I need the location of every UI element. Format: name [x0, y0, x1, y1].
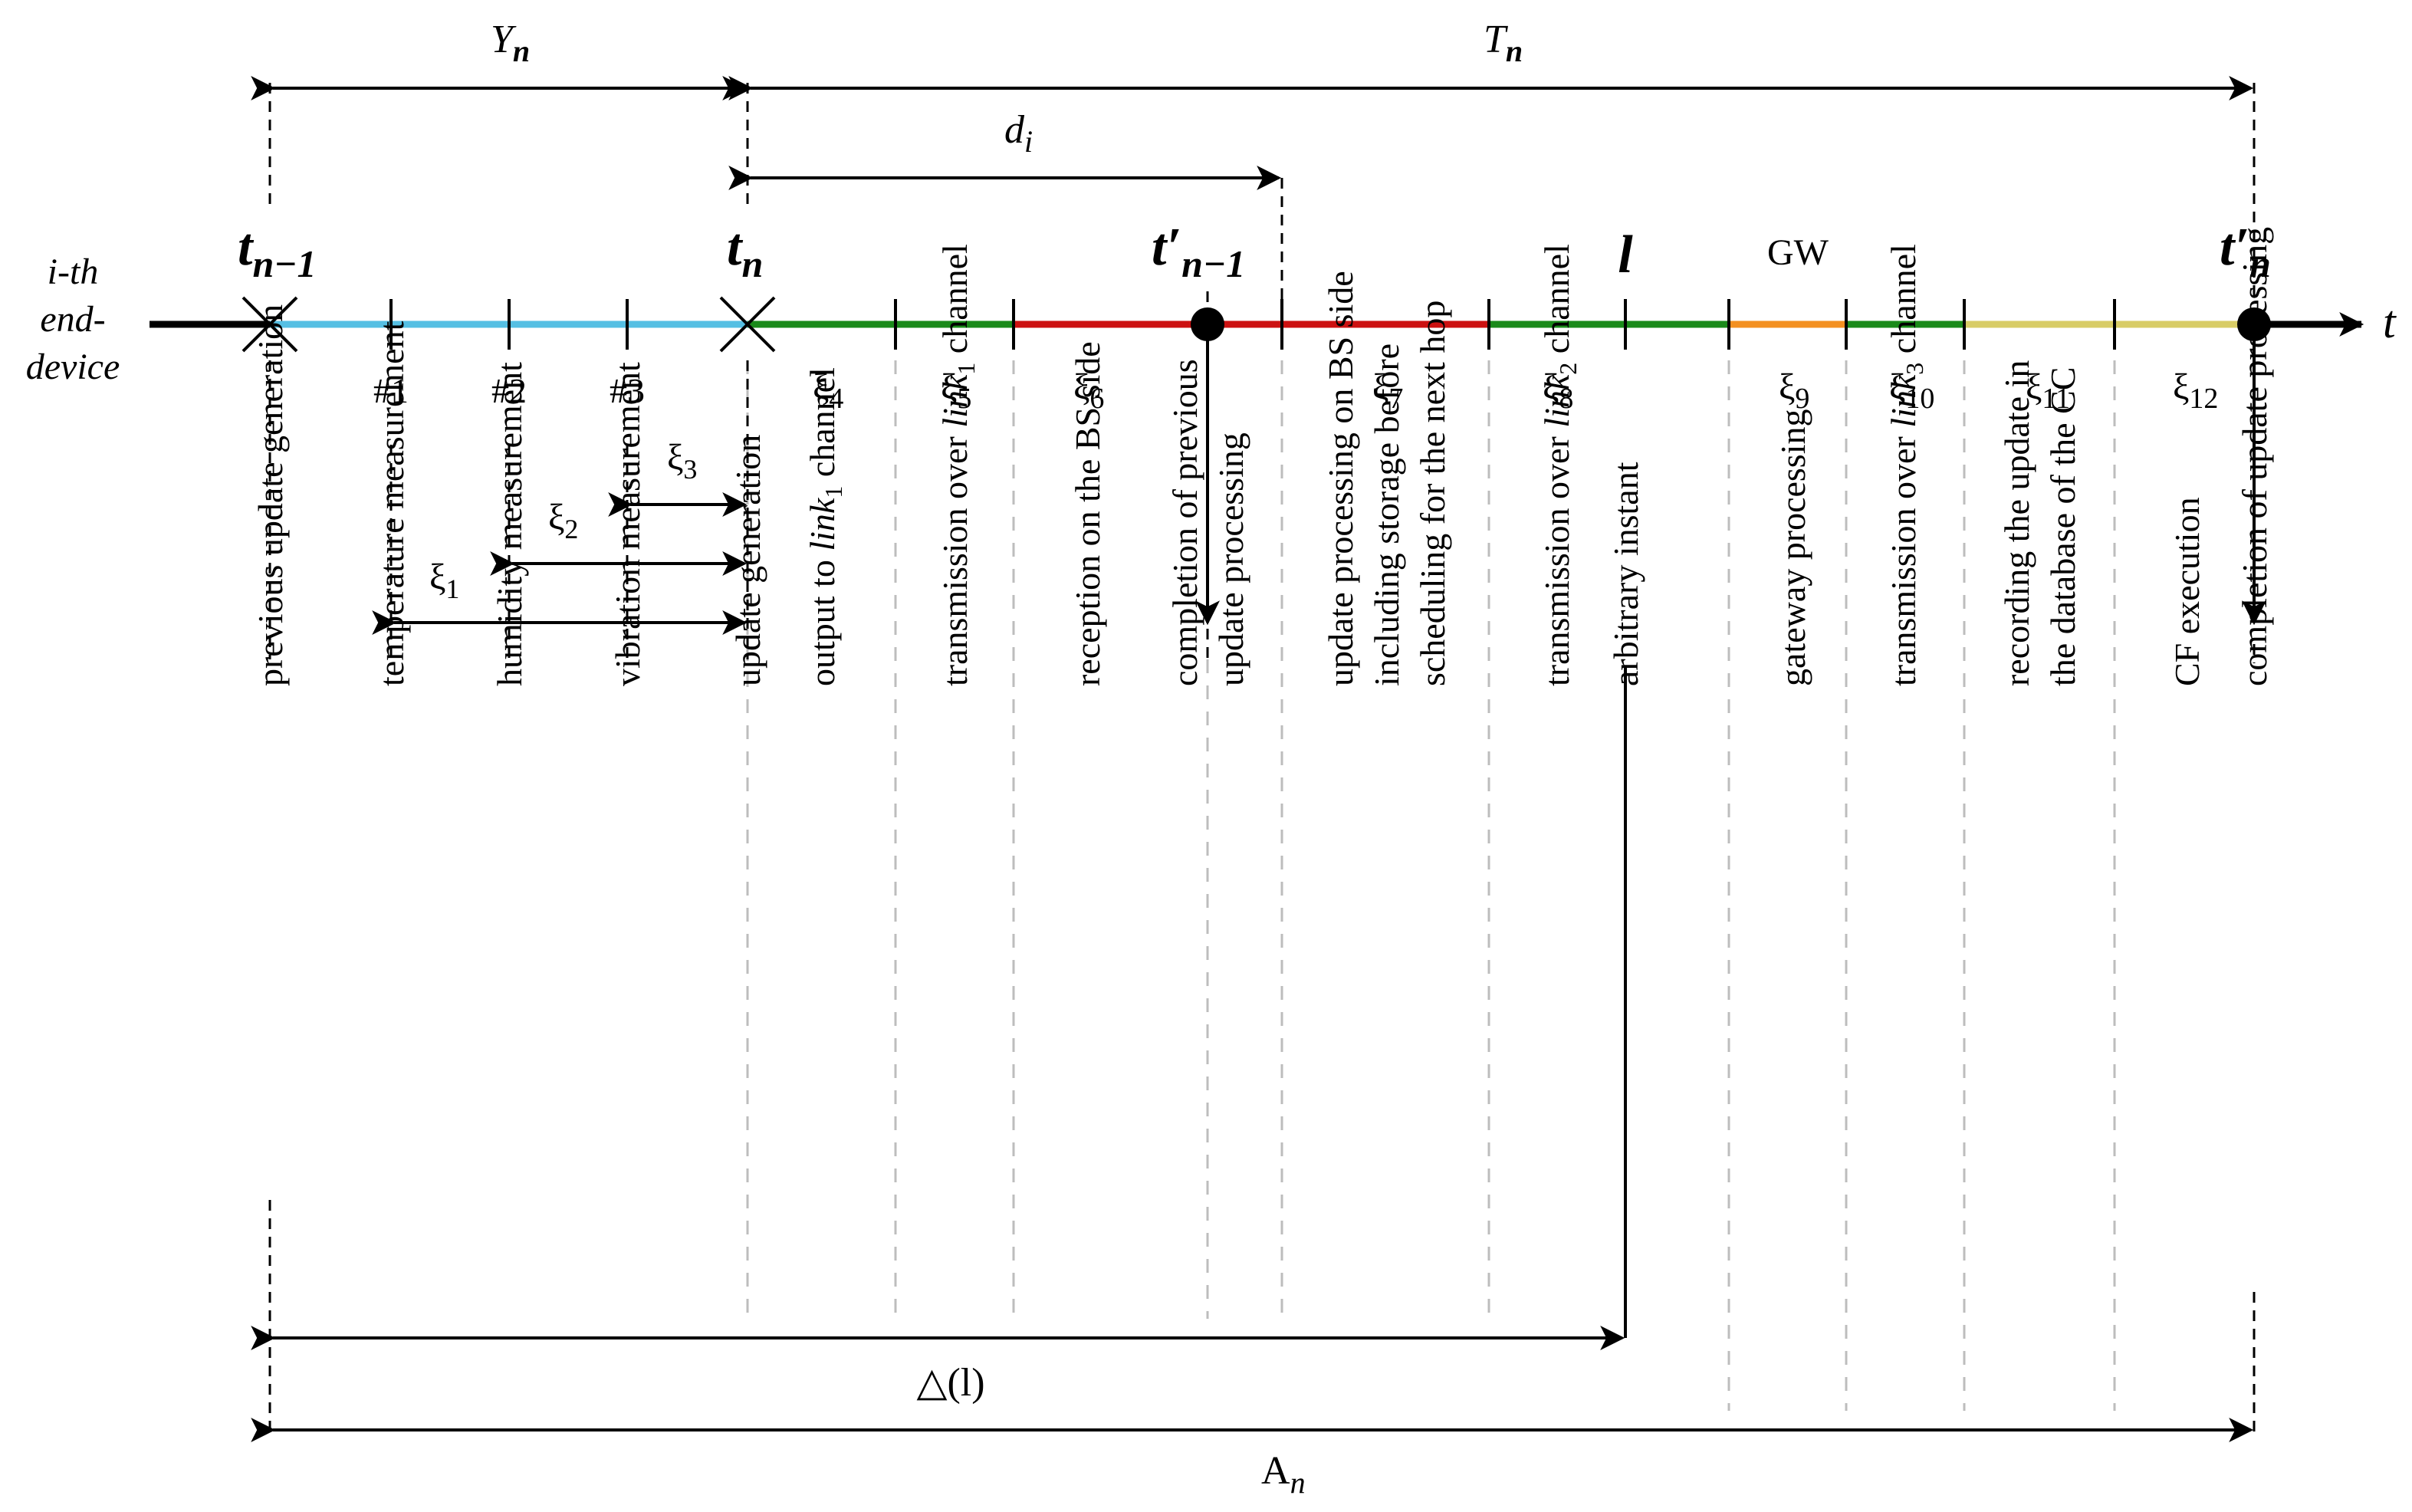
segment-label-xi-9: ξ9 [1779, 366, 1809, 415]
description-line: the database of the CC [2043, 367, 2082, 686]
label-xi1: ξ1 [429, 557, 459, 604]
description-14: transmission over link3 channel [1884, 244, 1928, 686]
description-line: previous update generation [251, 304, 290, 686]
label-t-prev: tn−1 [238, 218, 317, 285]
segment-guides [746, 360, 2116, 1411]
description-3: humidity measurement [490, 362, 529, 686]
description-6: output to link1 channel [803, 367, 847, 686]
description-line: arbitrary instant [1606, 462, 1645, 686]
label-t-n: tn [727, 218, 763, 285]
time-markers: tn−1 tn t′n−1 l t′n [238, 218, 2271, 285]
description-line: temperature measurement [372, 320, 411, 686]
device-label-line: i-th [48, 251, 99, 292]
label-Y: Yn [491, 18, 530, 68]
segment-label-xi-4: ξ4 [813, 366, 843, 415]
description-4: vibration measurement [608, 362, 647, 686]
measurement-label: #3 [610, 371, 645, 410]
segment-label-xi-6: ξ6 [1073, 366, 1104, 415]
description-line: recording the update in [1997, 360, 2036, 686]
segment-label-xi-12: ξ12 [2173, 366, 2218, 415]
measurement-label: #2 [491, 371, 527, 410]
description-line: vibration measurement [608, 362, 647, 686]
event-markers [242, 296, 776, 353]
label-l: l [1618, 225, 1633, 284]
description-line: transmission over link2 channel [1537, 244, 1582, 686]
label-delta: △(l) [916, 1361, 984, 1405]
description-line: completion of update processing [2235, 227, 2274, 686]
xi-short-labels: ξ3 ξ2 ξ1 [429, 437, 697, 604]
description-line: update generation [728, 435, 767, 686]
description-13: gateway processing [1773, 409, 1812, 687]
description-16: CF execution [2167, 497, 2207, 686]
axis-label-t: t [2383, 297, 2397, 347]
description-5: update generation [728, 435, 767, 686]
label-t-prime-n: t′n [2220, 218, 2271, 285]
description-11: transmission over link2 channel [1537, 244, 1582, 686]
measurement-label: #1 [373, 371, 409, 410]
segment-labels: ξ4 ξ5 ξ6 ξ7 ξ8 ξ9 ξ10 ξ11 ξ12 [813, 366, 2218, 415]
cross-t-n [719, 296, 776, 353]
event-descriptions: previous update generation temperature me… [251, 227, 2274, 686]
segment-label-xi-7: ξ7 [1372, 366, 1403, 415]
description-1: previous update generation [251, 304, 290, 686]
label-T: Tn [1484, 18, 1523, 68]
description-line: update processing on BS side [1321, 271, 1360, 686]
segment-label-xi-10: ξ10 [1889, 366, 1934, 415]
description-7: transmission over link1 channel [935, 244, 980, 686]
device-label-line: end- [40, 299, 105, 340]
label-xi3: ξ3 [667, 437, 697, 485]
description-line: CF execution [2167, 497, 2207, 686]
label-t-prime-prev: t′n−1 [1152, 218, 1245, 285]
description-line: gateway processing [1773, 409, 1812, 687]
description-line: transmission over link1 channel [935, 244, 980, 686]
tick-marks [389, 299, 2116, 350]
label-gw: GW [1767, 232, 1829, 273]
description-12: arbitrary instant [1606, 462, 1645, 686]
description-line: humidity measurement [490, 362, 529, 686]
description-line: including storage before [1367, 343, 1406, 686]
label-d: di [1004, 108, 1033, 159]
segment-label-xi-11: ξ11 [2026, 366, 2070, 415]
instant-guides [268, 83, 2256, 1434]
label-A: An [1261, 1449, 1306, 1500]
description-line: scheduling for the next hop [1413, 301, 1452, 686]
cross-t-prev [242, 296, 298, 353]
label-xi2: ξ2 [548, 497, 578, 544]
description-line: transmission over link3 channel [1884, 244, 1928, 686]
description-17: completion of update processing [2235, 227, 2274, 686]
description-line: reception on the BS side [1068, 341, 1107, 686]
description-line: completion of previous [1165, 359, 1204, 686]
dimension-arrows [251, 76, 2254, 1442]
interval-labels: Yn Tn di [491, 18, 1523, 159]
device-label-line: device [26, 347, 120, 387]
segment-label-xi-5: ξ5 [941, 366, 971, 415]
description-8: reception on the BS side [1068, 341, 1107, 686]
description-line: update processing [1211, 432, 1250, 686]
device-label: i-th end- device [26, 251, 120, 387]
description-line: output to link1 channel [803, 367, 847, 686]
description-2: temperature measurement [372, 320, 411, 686]
measurement-labels: #1 #2 #3 [373, 371, 645, 410]
segment-label-xi-8: ξ8 [1543, 366, 1573, 415]
